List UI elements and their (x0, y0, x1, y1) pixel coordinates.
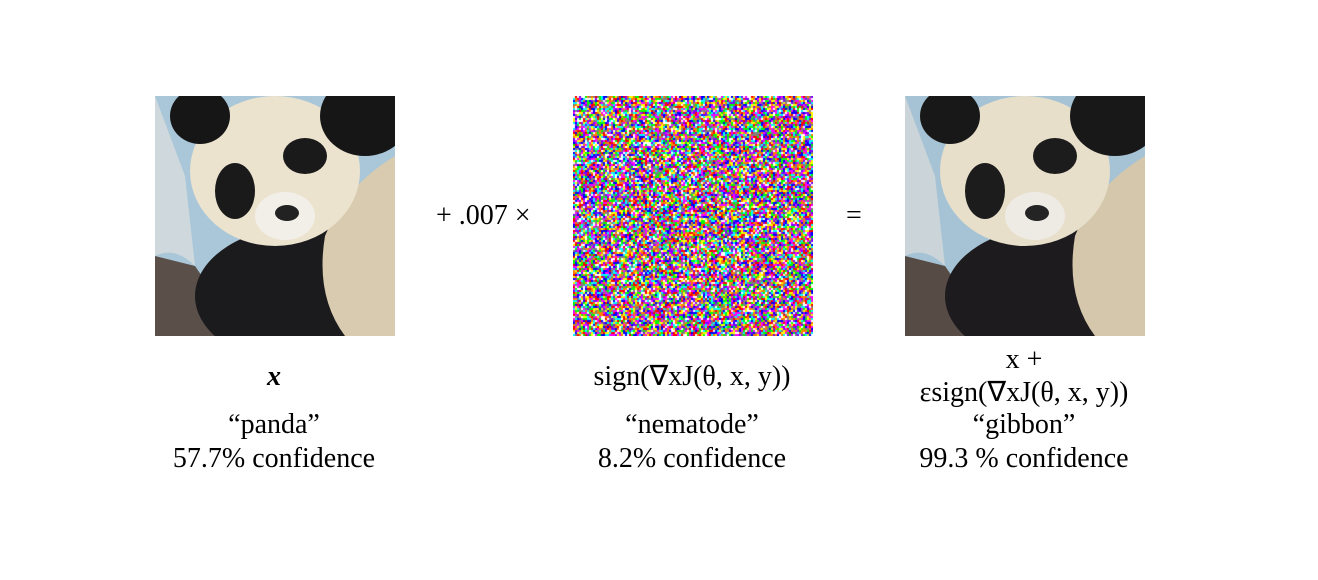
label-noise: “nematode” (625, 409, 759, 440)
formula-noise: sign(∇xJ(θ, x, y)) (593, 361, 791, 392)
formula-adv-line2: εsign(∇xJ(θ, x, y)) (919, 377, 1129, 408)
equals-operator: = (846, 200, 862, 231)
formula-adv-line1: x + (1005, 344, 1043, 375)
formula-x: x (267, 361, 281, 392)
confidence-original: 57.7% confidence (172, 443, 376, 474)
panda-image (155, 96, 395, 336)
confidence-adversarial: 99.3 % confidence (919, 443, 1129, 474)
panda-photo-adversarial (905, 96, 1145, 336)
plus-times-operator: + .007 × (436, 200, 531, 231)
confidence-noise: 8.2% confidence (597, 443, 787, 474)
label-adversarial: “gibbon” (972, 409, 1076, 440)
formula-original: x (124, 360, 424, 394)
label-original: “panda” (228, 409, 320, 440)
adversarial-panda-image (905, 96, 1145, 336)
perturbation-noise (573, 96, 813, 336)
noise-image (573, 96, 813, 336)
panda-photo-original (155, 96, 395, 336)
